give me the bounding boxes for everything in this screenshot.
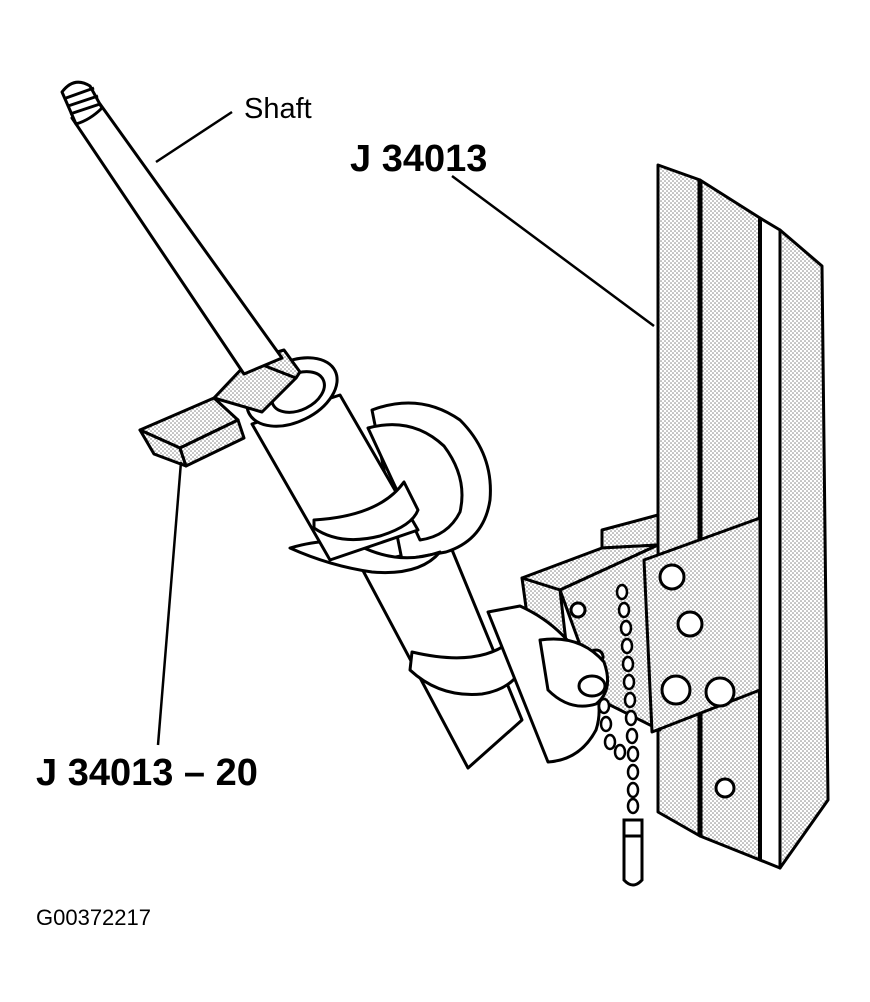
tool-frame bbox=[656, 163, 830, 870]
shaft-label: Shaft bbox=[244, 93, 312, 125]
strut-body bbox=[358, 543, 610, 770]
chain-and-pin bbox=[597, 583, 644, 887]
leader-lines bbox=[155, 110, 655, 746]
leader-shaft bbox=[155, 110, 233, 164]
shaft bbox=[60, 80, 284, 376]
leader-adapter bbox=[156, 461, 183, 746]
leader-tool bbox=[451, 174, 655, 328]
adapter-label: J 34013 – 20 bbox=[36, 752, 258, 794]
tool-label: J 34013 bbox=[350, 138, 488, 180]
figure-id: G00372217 bbox=[36, 905, 151, 930]
